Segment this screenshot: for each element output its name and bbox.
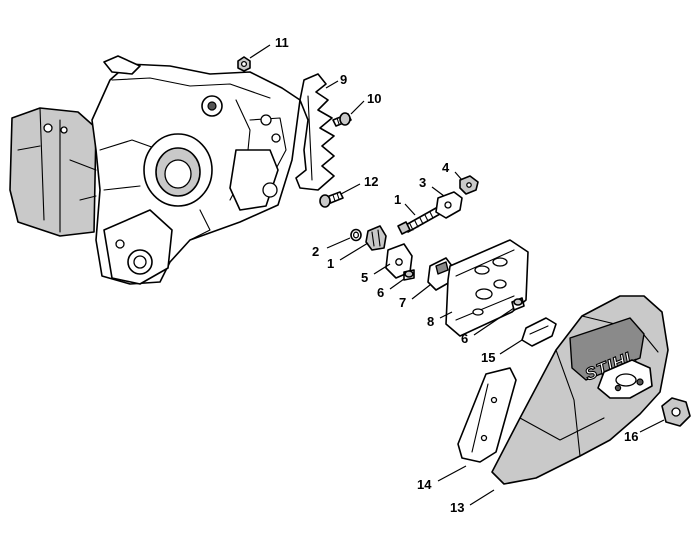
- leader-15: [499, 339, 523, 355]
- leader-8: [439, 311, 453, 319]
- leader-1a: [404, 203, 416, 216]
- part-1-adjuster: [365, 225, 387, 251]
- leader-10: [350, 100, 365, 115]
- callout-4: 4: [442, 160, 450, 175]
- callout-2: 2: [312, 244, 319, 259]
- leader-16: [639, 419, 665, 433]
- callout-12: 12: [364, 174, 378, 189]
- callout-15: 15: [481, 350, 495, 365]
- part-6-screw-2: [511, 297, 525, 311]
- part-4-clip: [459, 175, 479, 195]
- part-7-guide: [427, 257, 453, 291]
- callout-3: 3: [419, 175, 426, 190]
- leader-12: [340, 183, 361, 195]
- callout-6-right: 6: [461, 331, 468, 346]
- part-1-tensioner-screw: [397, 207, 441, 235]
- callout-11: 11: [275, 35, 289, 50]
- leader-14: [437, 465, 467, 482]
- callout-1-upper: 1: [394, 192, 401, 207]
- leader-1b: [339, 242, 369, 261]
- leader-9: [325, 80, 339, 89]
- part-8-side-plate: [445, 239, 529, 337]
- leader-2: [326, 237, 351, 249]
- leader-13: [469, 489, 495, 506]
- callout-9: 9: [340, 72, 347, 87]
- part-11-nut: [237, 56, 251, 72]
- callout-10: 10: [367, 91, 381, 106]
- part-12-screw: [319, 191, 344, 208]
- crankcase: [9, 55, 301, 285]
- part-15-pad: [521, 317, 557, 347]
- leader-3: [431, 186, 445, 197]
- leader-6a: [389, 278, 405, 290]
- callout-labels: 11 9 10 12 4 3 1 2 1 5 6 7 8 6 15 16 14 …: [275, 35, 638, 515]
- part-9-chain-catcher: [295, 73, 335, 191]
- leader-7: [411, 284, 431, 300]
- callout-13: 13: [450, 500, 464, 515]
- part-5-bracket: [385, 243, 413, 279]
- leader-lines: [249, 44, 665, 506]
- callout-16: 16: [624, 429, 638, 444]
- callout-5: 5: [361, 270, 368, 285]
- part-2-washer: [350, 228, 362, 242]
- part-16-nut: [661, 397, 691, 427]
- callout-7: 7: [399, 295, 406, 310]
- part-14-insert: [457, 367, 517, 463]
- leader-11: [249, 44, 271, 59]
- leader-4: [454, 171, 463, 181]
- part-13-sprocket-cover: STIHL: [491, 295, 669, 485]
- callout-1-lower: 1: [327, 256, 334, 271]
- part-6-screw: [403, 269, 415, 281]
- part-3-slide: [435, 191, 463, 219]
- callout-8: 8: [427, 314, 434, 329]
- leader-5: [373, 263, 391, 275]
- part-10-screw: [332, 112, 352, 127]
- callout-14: 14: [417, 477, 432, 492]
- callout-6-left: 6: [377, 285, 384, 300]
- leader-6b: [473, 307, 515, 336]
